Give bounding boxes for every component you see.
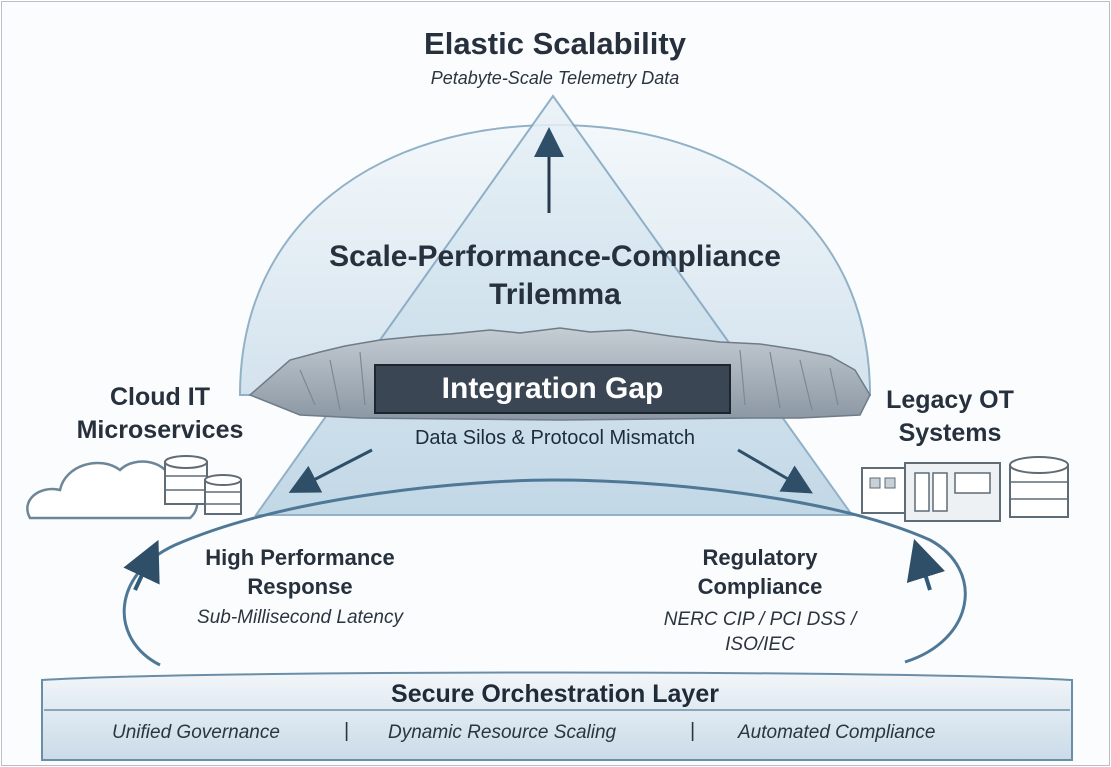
cycle-arrow-icon — [906, 538, 946, 591]
integration-gap-band — [374, 364, 731, 414]
trilemma-title-line1: Scale-Performance-Compliance — [329, 240, 781, 273]
database-icon — [204, 474, 242, 515]
performance-title: High Performance Response — [150, 543, 450, 601]
orchestration-separator: | — [690, 720, 696, 742]
regulatory-line1: Regulatory — [702, 545, 818, 570]
cycle-arrow-icon — [123, 539, 160, 591]
server-rack-icon — [861, 462, 1001, 522]
orchestration-item-governance: Unified Governance — [112, 722, 280, 743]
arrow-down-right-icon — [737, 448, 813, 494]
arrow-down-left-icon — [288, 448, 373, 493]
legacy-ot-line1: Legacy OT — [886, 386, 1014, 414]
performance-line2: Response — [247, 574, 353, 599]
integration-gap-label: Integration Gap — [441, 372, 664, 405]
orchestration-item-scaling: Dynamic Resource Scaling — [388, 722, 617, 743]
legacy-ot-line2: Systems — [898, 419, 1002, 447]
regulatory-title: Regulatory Compliance — [630, 543, 890, 601]
integration-gap-subtitle: Data Silos & Protocol Mismatch — [414, 427, 696, 449]
regulatory-line2: Compliance — [697, 574, 823, 599]
scalability-title: Elastic Scalability — [424, 26, 686, 61]
performance-subtitle: Sub-Millisecond Latency — [197, 607, 403, 628]
orchestration-title: Secure Orchestration Layer — [391, 680, 719, 708]
cloud-it-label: Cloud IT Microservices — [60, 381, 260, 447]
performance-line1: High Performance — [205, 545, 395, 570]
cloud-it-line1: Cloud IT — [110, 383, 210, 411]
orchestration-item-compliance: Automated Compliance — [738, 722, 936, 743]
legacy-ot-label: Legacy OT Systems — [850, 384, 1050, 450]
regulatory-subtitle: NERC CIP / PCI DSS / ISO/IEC — [663, 609, 857, 655]
trilemma-title: Scale-Performance-Compliance Trilemma — [270, 238, 840, 314]
orchestration-base — [41, 671, 1073, 761]
rock-texture — [299, 349, 839, 411]
scalability-subtitle: Petabyte-Scale Telemetry Data — [430, 68, 680, 88]
trilemma-title-line2: Trilemma — [489, 278, 621, 311]
cloud-it-line2: Microservices — [76, 416, 244, 444]
database-icon — [1009, 456, 1069, 518]
orchestration-separator: | — [344, 720, 350, 742]
database-icon — [164, 455, 208, 505]
